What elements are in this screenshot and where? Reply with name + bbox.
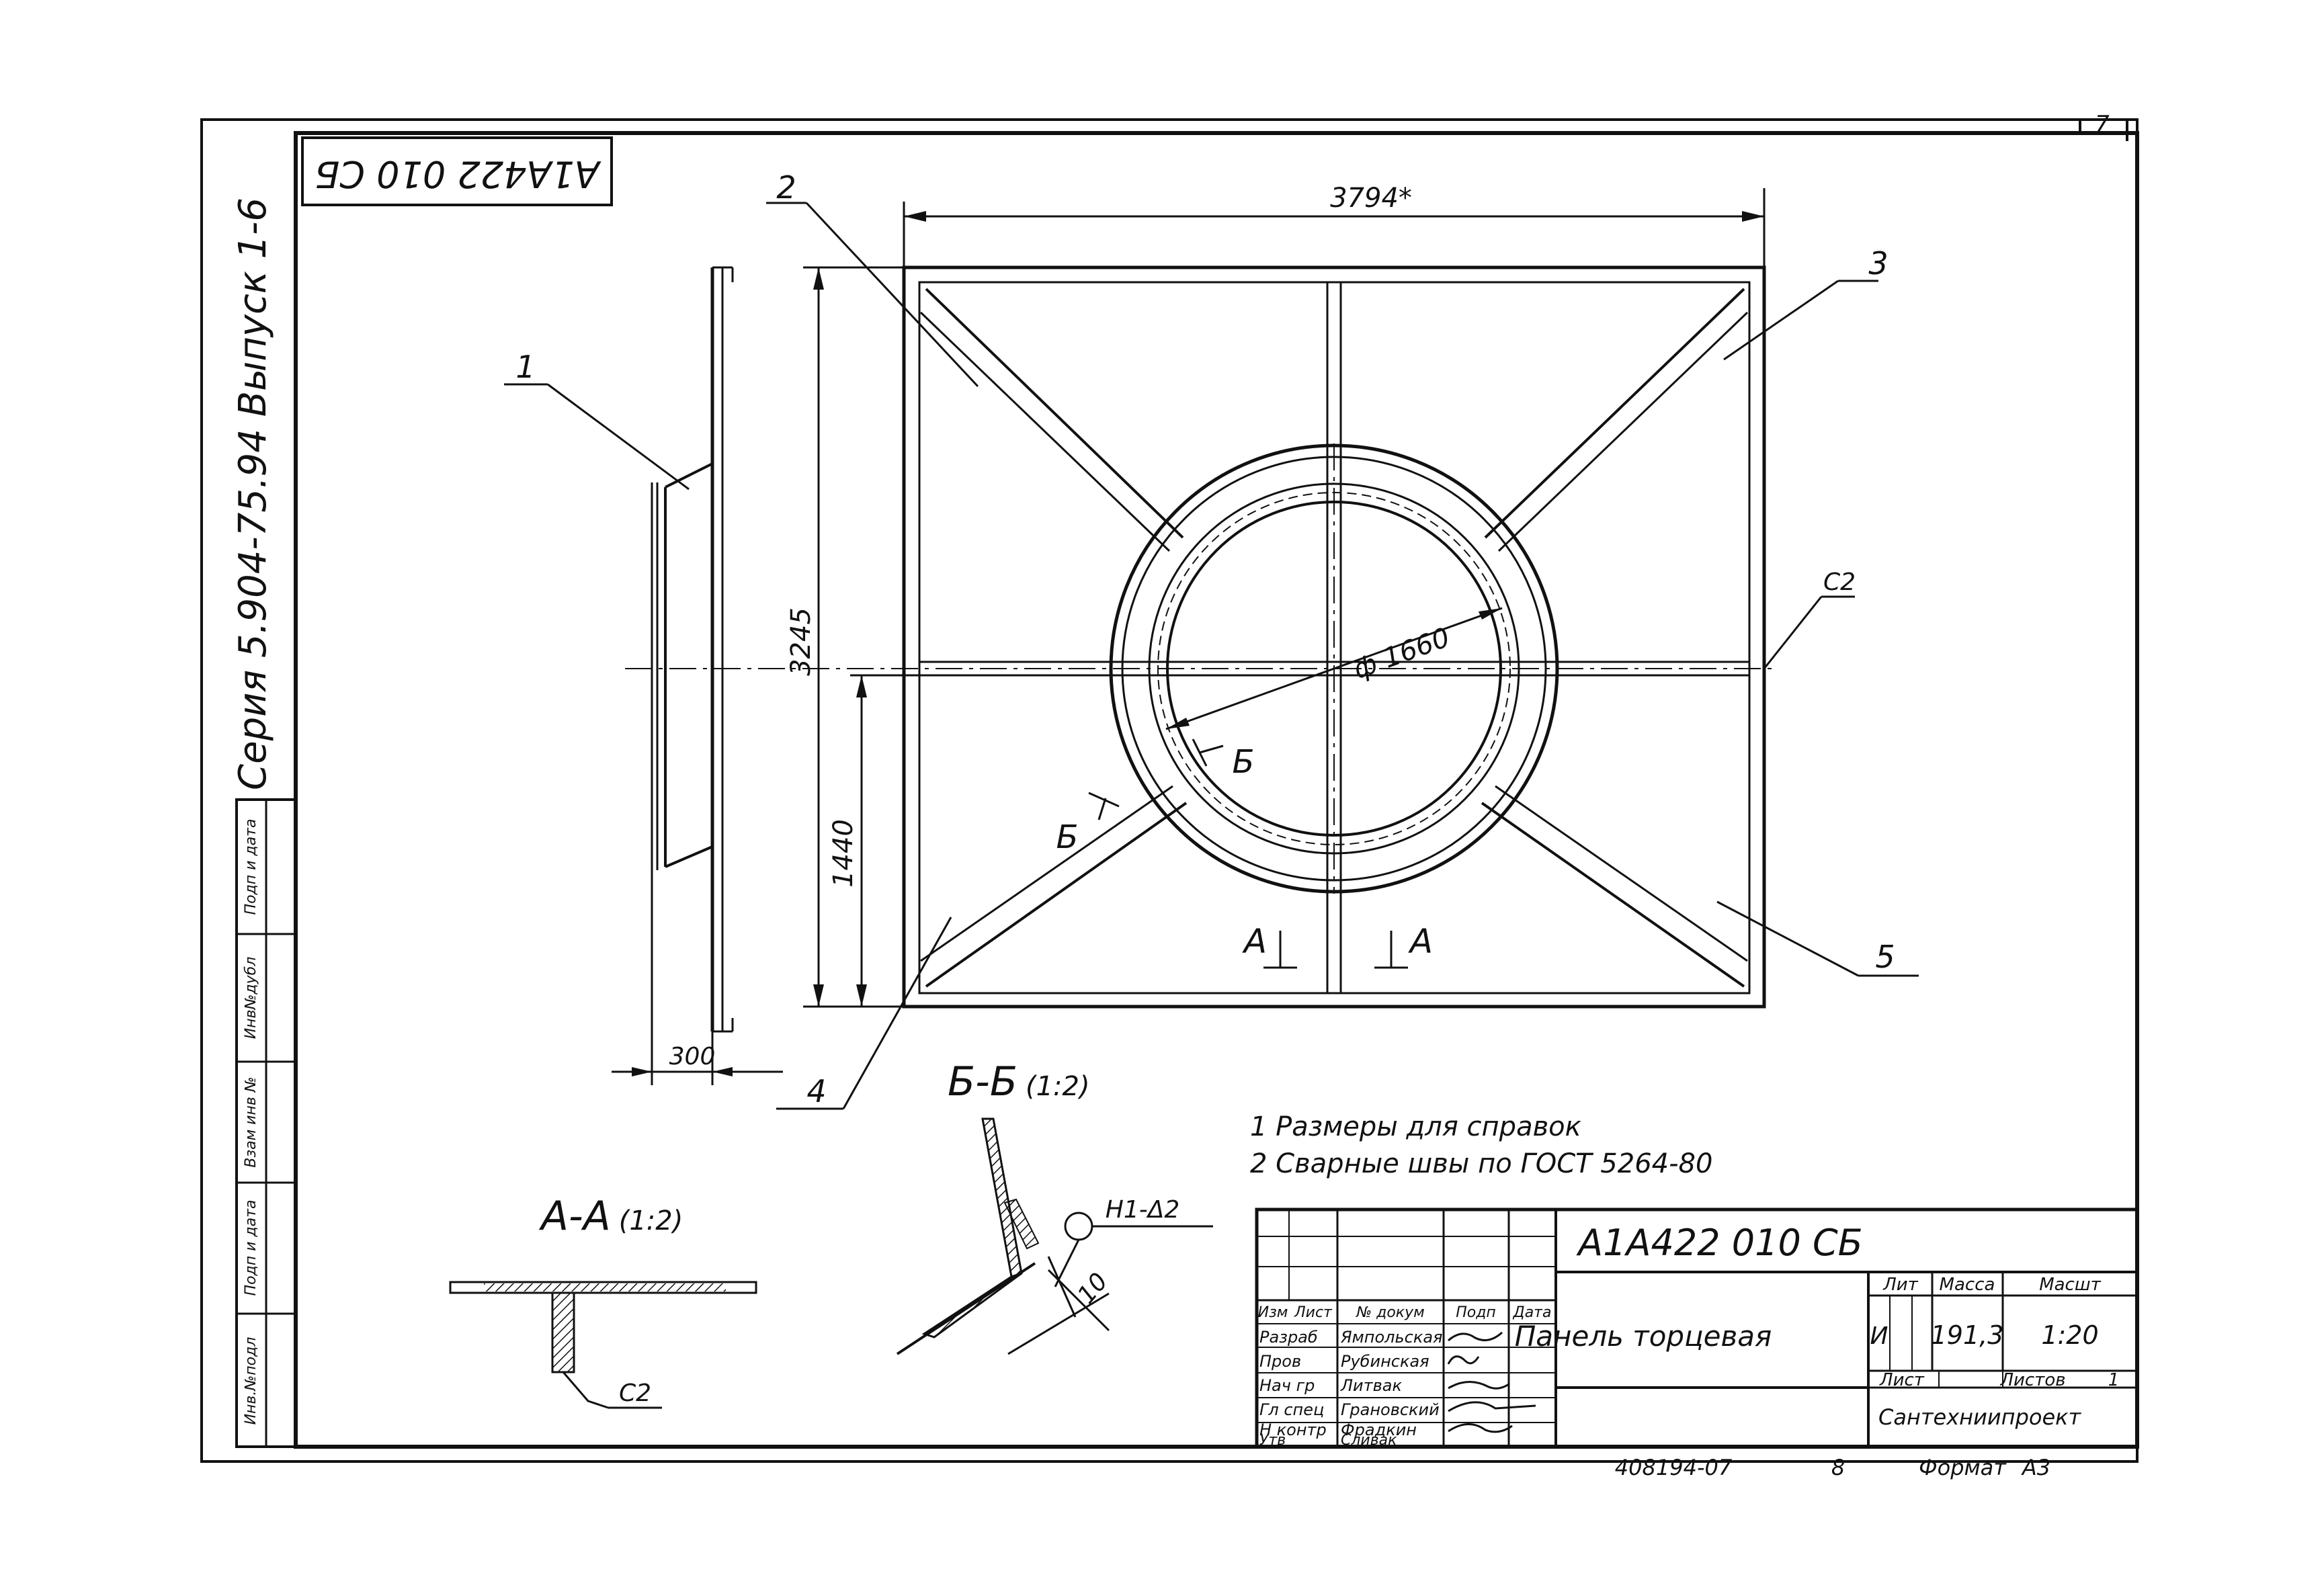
footer-doc-number: 408194-07: [1615, 1455, 1733, 1480]
footer: 408194-07 8 Формат А3: [1615, 1455, 2050, 1480]
callout-2: 2: [766, 169, 979, 388]
dim-side-label: 300: [669, 1043, 716, 1070]
footer-format-label: Формат: [1919, 1455, 2007, 1480]
side-stamp-column: Подп и дата Инв№дубл Взам инв № Подп и д…: [235, 798, 297, 1448]
tb-col-date: Дата: [1513, 1304, 1552, 1321]
footer-page: 8: [1831, 1455, 1845, 1480]
tb-col-doc: № докум: [1356, 1304, 1424, 1321]
notes: 1 Размеры для справок 2 Сварные швы по Г…: [1250, 1111, 1712, 1179]
section-bb-dim-label: 10: [1073, 1268, 1114, 1309]
tb-role-6: Утв: [1259, 1432, 1286, 1449]
section-b-markers: Б Б: [1056, 738, 1255, 856]
tb-scale-header: Масшт: [2039, 1275, 2101, 1295]
tb-name-5: Фрадкин: [1341, 1420, 1417, 1439]
side-view: 300: [612, 266, 783, 1085]
dimension-lower: 1440: [828, 674, 919, 1007]
rotated-stamp: А1А422 010 СБ: [301, 136, 613, 206]
tb-name-1: Ямпольская: [1340, 1328, 1442, 1347]
section-aa-title: А-А (1:2): [538, 1193, 683, 1240]
section-b-right-label: Б: [1233, 743, 1255, 781]
tb-role-1: Разраб: [1259, 1328, 1318, 1347]
callout-2-label: 2: [776, 169, 796, 206]
dim-lower-label: 1440: [828, 819, 859, 888]
callout-1: 1: [504, 349, 690, 491]
tb-sheets-count: 1: [2108, 1370, 2120, 1390]
section-bb-title: Б-Б (1:2): [948, 1058, 1090, 1105]
note-2: 2 Сварные швы по ГОСТ 5264-80: [1250, 1148, 1712, 1179]
tb-role-2: Пров: [1259, 1352, 1301, 1371]
section-aa-scale: (1:2): [619, 1205, 683, 1236]
tb-name-6: Сливак: [1341, 1432, 1397, 1449]
footer-format-value: А3: [2021, 1455, 2050, 1480]
tb-name-4: Грановский: [1341, 1400, 1440, 1419]
section-a-right-label: А: [1408, 922, 1433, 961]
dim-height-label: 3245: [786, 607, 817, 676]
page-number: 7: [2095, 111, 2110, 138]
section-bb-title-text: Б-Б: [948, 1058, 1018, 1105]
section-aa: А-А (1:2) С2: [449, 1193, 757, 1409]
note-1: 1 Размеры для справок: [1250, 1111, 1581, 1142]
tb-signatures: [1447, 1331, 1536, 1433]
tb-col-sign: Подп: [1456, 1304, 1496, 1321]
rotated-stamp-code: А1А422 010 СБ: [315, 153, 601, 195]
callout-4-label: 4: [806, 1073, 826, 1109]
panel-front-view: ф 1660: [625, 265, 1774, 1009]
callout-5-label: 5: [1875, 939, 1895, 975]
tb-organization: Сантехниипроект: [1878, 1404, 2081, 1430]
tb-mass: 191,3: [1931, 1320, 2004, 1350]
callout-3: 3: [1723, 245, 1889, 361]
sheet-frame: 7: [200, 111, 2139, 1463]
side-col-label-4: Инв№дубл: [243, 957, 259, 1040]
dimension-width: 3794*: [903, 183, 1766, 267]
tb-scale: 1:20: [2041, 1320, 2098, 1350]
tb-sheet-label: Лист: [1879, 1370, 1925, 1390]
tb-col-list: Лист: [1294, 1304, 1333, 1321]
tb-lit-header: Лит: [1882, 1275, 1918, 1295]
section-a-left-label: А: [1242, 922, 1267, 961]
section-aa-title-text: А-А: [538, 1193, 611, 1240]
dim-width-label: 3794*: [1330, 183, 1412, 214]
weld-c2-label: С2: [1823, 568, 1856, 596]
dimension-height: 3245: [786, 266, 904, 1008]
section-bb: Б-Б (1:2) 10 Н1-Δ2: [896, 1058, 1213, 1355]
section-aa-weld-label: С2: [619, 1380, 651, 1407]
section-a-markers: А А: [1242, 922, 1433, 969]
side-col-label-2: Подп и дата: [243, 1200, 259, 1296]
title-block: А1А422 010 СБ Панель торцевая Лит Масса …: [1255, 1207, 2139, 1449]
series-label: Серия 5.904-75.94 Выпуск 1-6: [231, 198, 275, 790]
tb-col-izm: Изм: [1258, 1304, 1288, 1321]
tb-role-3: Нач гр: [1259, 1376, 1315, 1395]
section-bb-scale: (1:2): [1026, 1071, 1090, 1102]
callout-4: 4: [776, 917, 952, 1110]
tb-name-3: Литвак: [1340, 1376, 1402, 1395]
side-col-label-5: Подп и дата: [243, 819, 259, 915]
tb-lit: И: [1870, 1322, 1889, 1350]
side-col-label-3: Взам инв №: [243, 1076, 259, 1167]
callout-1-label: 1: [515, 349, 535, 385]
tb-name-2: Рубинская: [1341, 1352, 1429, 1371]
side-col-label-1: Инв.№подл: [243, 1337, 259, 1425]
tb-sheets-label: Листов: [1999, 1370, 2065, 1390]
tb-designation: А1А422 010 СБ: [1576, 1222, 1862, 1264]
weld-c2-marker: С2: [1763, 568, 1856, 669]
section-b-left-label: Б: [1056, 818, 1079, 856]
tb-role-5: Н контр: [1259, 1420, 1327, 1439]
tb-mass-header: Масса: [1940, 1275, 1995, 1295]
callout-3-label: 3: [1868, 245, 1888, 282]
callout-5: 5: [1716, 900, 1919, 977]
tb-role-4: Гл спец: [1259, 1400, 1324, 1419]
tb-name: Панель торцевая: [1515, 1320, 1772, 1353]
section-bb-weld-label: Н1-Δ2: [1106, 1196, 1180, 1224]
